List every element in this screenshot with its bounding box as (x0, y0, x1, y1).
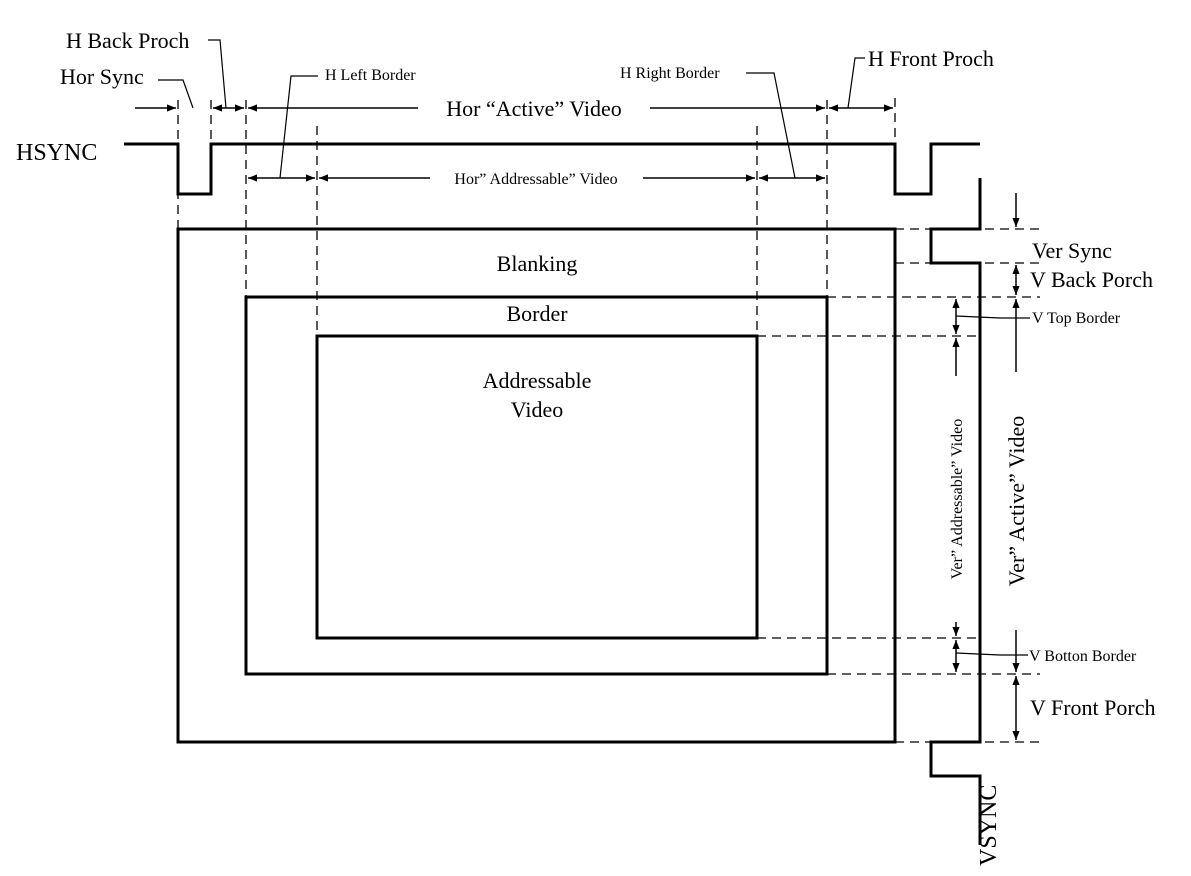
hor-active-video-label: Hor “Active” Video (446, 96, 621, 121)
blanking-label: Blanking (497, 251, 578, 276)
ver-active-video-label: Ver” Active” Video (1004, 416, 1029, 587)
vsync-label: VSYNC (976, 785, 1002, 866)
v-top-border-label: V Top Border (1032, 310, 1121, 327)
hor-addressable-video-label: Hor” Addressable” Video (454, 171, 617, 188)
horizontal-guides (177, 98, 896, 336)
h-back-porch-label: H Back Proch (66, 28, 189, 53)
h-left-border-label: H Left Border (325, 67, 416, 84)
addressable-label-line1: Addressable (483, 368, 592, 393)
border-frame (244, 295, 829, 676)
v-front-porch-label: V Front Porch (1030, 695, 1156, 720)
vertical-guides (757, 228, 1040, 743)
h-front-porch-label: H Front Proch (868, 46, 994, 71)
hor-sync-label: Hor Sync (60, 64, 144, 89)
border-label: Border (506, 301, 568, 326)
addressable-label-line2: Video (511, 397, 563, 422)
ver-sync-label: Ver Sync (1032, 238, 1112, 263)
horizontal-leaders (158, 39, 865, 179)
v-back-porch-label: V Back Porch (1030, 267, 1153, 292)
vertical-leaders (955, 315, 1030, 656)
addressable-frame (315, 334, 759, 640)
blanking-frame (176, 227, 897, 744)
v-bottom-border-label: V Botton Border (1029, 648, 1137, 665)
hsync-label: HSYNC (16, 140, 97, 166)
h-right-border-label: H Right Border (620, 65, 720, 82)
ver-addressable-video-label: Ver” Addressable” Video (949, 419, 966, 579)
